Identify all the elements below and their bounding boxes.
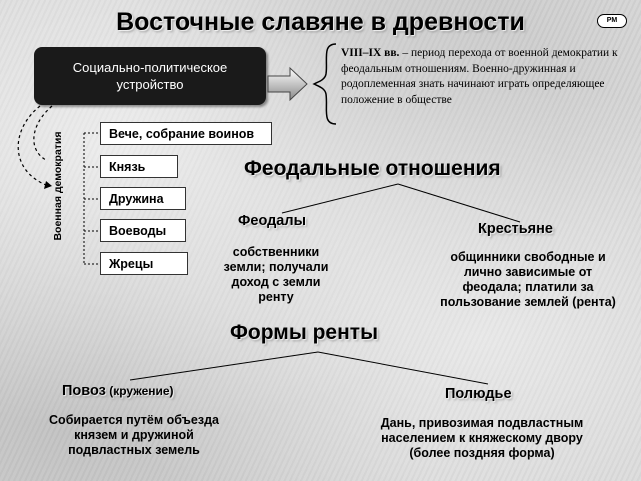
military-democracy-label: Военная демократия xyxy=(52,131,64,241)
peasants-line: общинники свободные и xyxy=(450,250,606,264)
povoz-heading: Повоз (кружение) xyxy=(62,382,174,400)
povoz-title: Повоз xyxy=(62,383,106,399)
curly-brace-icon xyxy=(312,43,337,125)
page-title: Восточные славяне в древности xyxy=(116,8,525,36)
peasants-line: пользование землей (рента) xyxy=(440,295,616,309)
dotted-arrowhead-icon xyxy=(44,181,52,189)
polyudye-description: Дань, привозимая подвластным населением … xyxy=(362,416,602,461)
social-political-structure-box: Социально-политическое устройство xyxy=(34,47,266,105)
polyudye-line: населением к княжескому двору xyxy=(381,431,583,445)
item-druzhina: Дружина xyxy=(100,187,186,210)
right-arrow-icon xyxy=(267,66,308,102)
rent-forms-title: Формы ренты xyxy=(230,321,379,344)
povoz-subtitle: (кружение) xyxy=(105,384,174,398)
povoz-line: Собирается путём объезда xyxy=(49,413,219,427)
item-veche: Вече, собрание воинов xyxy=(100,122,272,145)
main-box-line-1: Социально-политическое xyxy=(72,60,228,75)
povoz-line: князем и дружиной xyxy=(74,428,194,442)
feudals-line: ренту xyxy=(258,290,294,304)
feudals-line: земли; получали xyxy=(223,260,329,274)
period-roman: VIII–IX xyxy=(341,47,382,59)
item-zhretsy: Жрецы xyxy=(100,252,188,275)
peasants-title: Крестьяне xyxy=(478,221,553,237)
feudal-relations-title: Феодальные отношения xyxy=(244,157,501,180)
main-box-line-2: устройство xyxy=(116,77,184,92)
peasants-line: феодала; платили за xyxy=(462,280,594,294)
povoz-line: подвластных земель xyxy=(68,443,200,457)
polyudye-line: Дань, привозимая подвластным xyxy=(380,416,584,430)
peasants-description: общинники свободные и лично зависимые от… xyxy=(420,250,636,310)
feudals-line: доход с земли xyxy=(231,275,321,289)
feudals-description: собственники земли; получали доход с зем… xyxy=(208,245,344,305)
item-voevody: Воеводы xyxy=(100,219,186,242)
polyudye-title: Полюдье xyxy=(445,386,512,402)
feudals-line: собственники xyxy=(232,245,320,259)
dotted-curve-left xyxy=(17,105,47,186)
item-prince: Князь xyxy=(100,155,178,178)
feudals-title: Феодалы xyxy=(238,213,306,229)
povoz-description: Собирается путём объезда князем и дружин… xyxy=(28,413,240,458)
period-description: VIII–IX вв. – период перехода от военной… xyxy=(341,46,641,108)
polyudye-line: (более поздняя форма) xyxy=(409,446,555,460)
period-abbr: вв. xyxy=(381,47,400,59)
peasants-line: лично зависимые от xyxy=(463,265,593,279)
rm-badge: РМ xyxy=(597,14,627,28)
period-rest: – период перехода от военной демократии … xyxy=(341,47,618,106)
dotted-curve-left-2 xyxy=(33,105,53,161)
